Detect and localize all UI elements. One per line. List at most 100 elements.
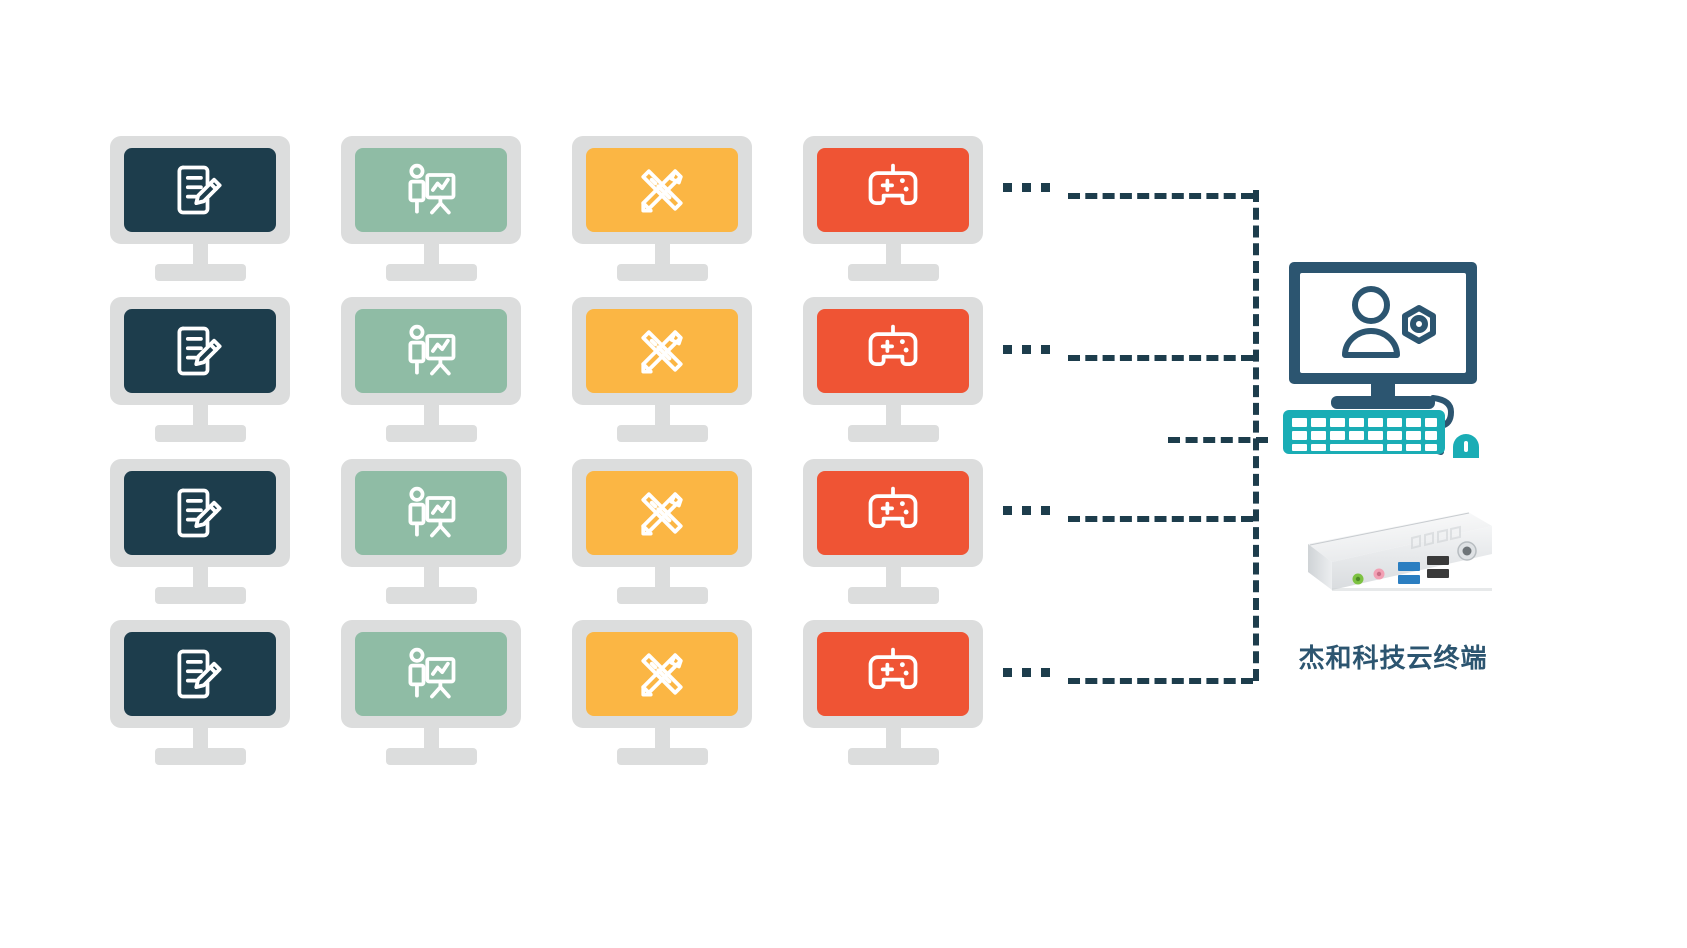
monitor-screen-document — [124, 632, 276, 716]
monitor-screen-design — [586, 148, 738, 232]
monitor-neck — [886, 244, 901, 269]
monitor-neck — [655, 405, 670, 430]
monitor-neck — [193, 567, 208, 592]
admin-monitor-icon — [1289, 262, 1477, 409]
row-ellipsis-3 — [1003, 506, 1050, 515]
user-gear-admin-icon — [1342, 286, 1436, 358]
monitor-base — [617, 587, 708, 604]
game-controller-icon — [868, 324, 918, 366]
document-edit-icon — [177, 165, 222, 215]
ruler-pencil-icon — [641, 492, 683, 536]
ruler-pencil-icon — [641, 330, 683, 374]
monitor-screen-presentation — [355, 148, 507, 232]
client-monitor-design-r4[interactable] — [572, 620, 752, 765]
monitor-base — [848, 748, 939, 765]
monitor-base — [386, 587, 477, 604]
connector-branch-row-3 — [1068, 516, 1253, 522]
monitor-base — [848, 264, 939, 281]
usb3-port — [1398, 562, 1420, 571]
front-port-cluster — [1352, 541, 1477, 585]
monitor-screen-design — [586, 632, 738, 716]
client-monitor-presentation-r1[interactable] — [341, 136, 521, 281]
client-monitor-gaming-r2[interactable] — [803, 297, 983, 442]
brand-logo-emboss — [1411, 525, 1461, 550]
client-monitor-gaming-r4[interactable] — [803, 620, 983, 765]
connector-branch-row-4 — [1068, 678, 1253, 684]
monitor-base — [386, 425, 477, 442]
usb3-port — [1398, 575, 1420, 584]
monitor-base — [617, 425, 708, 442]
ruler-pencil-icon — [641, 169, 683, 213]
client-monitor-document-r2[interactable] — [110, 297, 290, 442]
row-ellipsis-4 — [1003, 668, 1050, 677]
game-controller-icon — [868, 486, 918, 528]
monitor-neck — [886, 567, 901, 592]
monitor-neck — [193, 405, 208, 430]
admin-workstation-illustration — [1283, 262, 1479, 458]
monitor-base — [848, 587, 939, 604]
monitor-base — [155, 264, 246, 281]
mouse-icon — [1453, 434, 1479, 458]
monitor-neck — [655, 244, 670, 269]
client-monitor-design-r2[interactable] — [572, 297, 752, 442]
monitor-screen-gaming — [817, 148, 969, 232]
monitor-base — [848, 425, 939, 442]
presenter-chart-board-icon — [408, 324, 456, 376]
connector-branch-row-2 — [1068, 355, 1253, 361]
document-edit-icon — [177, 649, 222, 699]
presenter-chart-board-icon — [408, 647, 456, 699]
monitor-neck — [886, 405, 901, 430]
monitor-base — [617, 264, 708, 281]
row-ellipsis-2 — [1003, 345, 1050, 354]
document-edit-icon — [177, 326, 222, 376]
client-monitor-design-r1[interactable] — [572, 136, 752, 281]
monitor-base — [155, 748, 246, 765]
monitor-base — [386, 264, 477, 281]
monitor-screen-document — [124, 471, 276, 555]
monitor-screen-presentation — [355, 309, 507, 393]
usb2-port — [1427, 569, 1449, 578]
document-edit-icon — [177, 488, 222, 538]
monitor-screen-gaming — [817, 632, 969, 716]
client-monitor-presentation-r4[interactable] — [341, 620, 521, 765]
mini-pc-device — [1262, 492, 1492, 617]
game-controller-icon — [868, 647, 918, 689]
monitor-neck — [424, 728, 439, 753]
monitor-screen-document — [124, 309, 276, 393]
monitor-screen-presentation — [355, 632, 507, 716]
monitor-neck — [424, 567, 439, 592]
presenter-chart-board-icon — [408, 486, 456, 538]
monitor-neck — [424, 244, 439, 269]
monitor-screen-document — [124, 148, 276, 232]
client-monitor-presentation-r3[interactable] — [341, 459, 521, 604]
monitor-screen-design — [586, 471, 738, 555]
client-monitor-document-r3[interactable] — [110, 459, 290, 604]
usb2-port — [1427, 556, 1449, 565]
client-monitor-gaming-r1[interactable] — [803, 136, 983, 281]
device-caption: 杰和科技云终端 — [1298, 644, 1488, 674]
connector-to-server — [1168, 437, 1268, 443]
monitor-screen-gaming — [817, 471, 969, 555]
monitor-screen-design — [586, 309, 738, 393]
monitor-neck — [886, 728, 901, 753]
client-monitor-gaming-r3[interactable] — [803, 459, 983, 604]
monitor-base — [386, 748, 477, 765]
monitor-neck — [655, 567, 670, 592]
connector-trunk — [1253, 190, 1259, 681]
ruler-pencil-icon — [641, 653, 683, 697]
monitor-neck — [193, 728, 208, 753]
monitor-screen-presentation — [355, 471, 507, 555]
client-monitor-design-r3[interactable] — [572, 459, 752, 604]
monitor-neck — [424, 405, 439, 430]
monitor-neck — [193, 244, 208, 269]
connector-branch-row-1 — [1068, 193, 1253, 199]
client-monitor-document-r4[interactable] — [110, 620, 290, 765]
client-monitor-document-r1[interactable] — [110, 136, 290, 281]
client-monitor-presentation-r2[interactable] — [341, 297, 521, 442]
mini-pc-icon — [1308, 512, 1492, 591]
row-ellipsis-1 — [1003, 183, 1050, 192]
monitor-base — [155, 587, 246, 604]
monitor-neck — [655, 728, 670, 753]
game-controller-icon — [868, 163, 918, 205]
